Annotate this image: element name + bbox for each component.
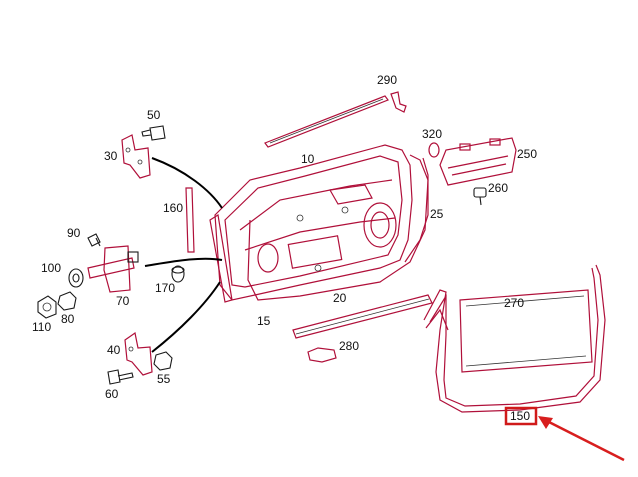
- part-320-grommet: [428, 142, 440, 158]
- part-60-bolt: [107, 369, 134, 385]
- label-270: 270: [504, 296, 524, 310]
- label-320: 320: [422, 127, 442, 141]
- label-100: 100: [41, 261, 61, 275]
- part-110-nut: [37, 295, 57, 319]
- part-100-washer: [68, 268, 84, 288]
- pointer-arrow: [538, 416, 625, 462]
- part-170-plug: [171, 265, 185, 283]
- part-80-nut: [57, 291, 77, 311]
- part-250-door-handle: [439, 137, 517, 186]
- label-280: 280: [339, 339, 359, 353]
- label-150: 150: [510, 409, 530, 423]
- label-290: 290: [377, 73, 397, 87]
- part-270-trim-panel: [459, 289, 593, 373]
- part-70-door-check: [87, 245, 139, 293]
- label-90: 90: [67, 226, 81, 240]
- label-60: 60: [105, 387, 119, 401]
- label-250: 250: [517, 147, 537, 161]
- part-280-sill-trim: [292, 294, 433, 363]
- label-80: 80: [61, 312, 75, 326]
- part-150-frame-seal: [423, 264, 606, 413]
- part-260-screw: [473, 187, 487, 206]
- label-30: 30: [104, 149, 118, 163]
- label-50: 50: [147, 108, 161, 122]
- highlight-box-150: [504, 406, 538, 426]
- part-290-window-strip: [264, 91, 407, 148]
- part-25-seal: [404, 157, 429, 263]
- part-50-bolt: [141, 125, 166, 141]
- label-15: 15: [257, 314, 271, 328]
- part-30-upper-hinge: [121, 134, 151, 179]
- label-10: 10: [301, 152, 315, 166]
- leader-lines: [144, 157, 223, 353]
- label-260: 260: [488, 181, 508, 195]
- part-160-rod: [185, 187, 195, 253]
- part-10-door-shell: [209, 144, 413, 303]
- label-25: 25: [430, 207, 444, 221]
- label-20: 20: [333, 291, 347, 305]
- part-40-lower-hinge: [124, 331, 153, 376]
- part-55-nut: [153, 351, 173, 371]
- label-40: 40: [107, 343, 121, 357]
- label-160: 160: [163, 201, 183, 215]
- label-55: 55: [157, 372, 171, 386]
- label-70: 70: [116, 294, 130, 308]
- part-15-20-lower-seal: [247, 154, 429, 301]
- label-170: 170: [155, 281, 175, 295]
- part-90-bolt: [87, 233, 101, 247]
- label-110: 110: [32, 320, 51, 334]
